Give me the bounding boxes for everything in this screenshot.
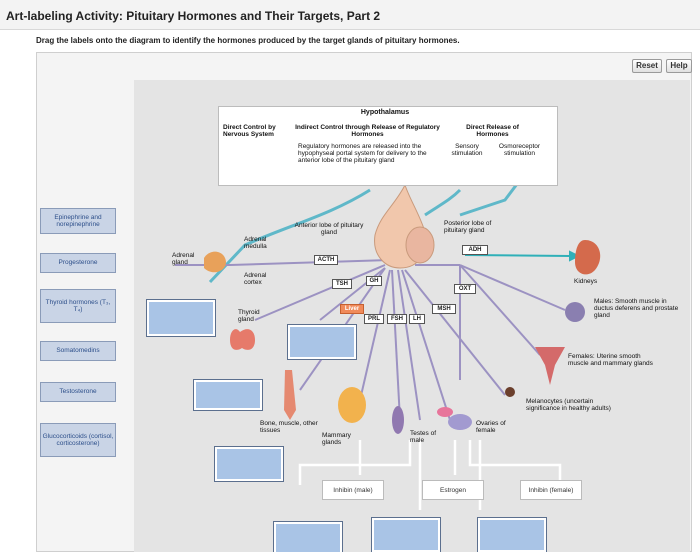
melanocytes-label: Melanocytes (uncertain significance in h… — [526, 398, 611, 413]
females-target-label: Females: Uterine smooth muscle and mamma… — [568, 353, 653, 368]
kidneys-label: Kidneys — [574, 278, 598, 285]
label-thyroid-hormones[interactable]: Thyroid hormones (T₃, T₄) — [40, 289, 116, 323]
inhibin-female-box: Inhibin (female) — [520, 480, 582, 500]
liver-tag: Liver — [340, 304, 364, 314]
ovaries-label: Ovaries of female — [476, 420, 506, 435]
males-target-label: Males: Smooth muscle in ductus deferens … — [594, 298, 679, 320]
organ-shapes — [204, 183, 601, 434]
help-button[interactable]: Help — [666, 59, 692, 73]
adrenal-cortex-label: Adrenal cortex — [244, 272, 267, 287]
label-somatomedins[interactable]: Somatomedins — [40, 341, 116, 361]
oxt-tag: OXT — [454, 284, 476, 294]
neural-pathway — [208, 179, 522, 284]
gh-tag: GH — [366, 276, 382, 286]
mammary-glands-label: Mammary glands — [322, 432, 351, 447]
osmoreceptor-stimulation-text: Osmoreceptor stimulation — [498, 143, 541, 158]
title-bar: Art-labeling Activity: Pituitary Hormone… — [0, 0, 700, 30]
dropzone-7[interactable] — [477, 517, 547, 552]
acth-tag: ACTH — [314, 255, 338, 265]
reset-button[interactable]: Reset — [632, 59, 662, 73]
label-progesterone[interactable]: Progesterone — [40, 253, 116, 273]
tsh-tag: TSH — [332, 279, 352, 289]
msh-tag: MSH — [432, 304, 456, 314]
adh-tag: ADH — [462, 245, 488, 255]
anterior-lobe-label: Anterior lobe of pituitary gland — [294, 222, 364, 237]
hypothalamus-title: Hypothalamus — [360, 109, 410, 116]
bone-muscle-label: Bone, muscle, other tissues — [260, 420, 318, 435]
indirect-control-body: Regulatory hormones are released into th… — [298, 143, 427, 165]
estrogen-box: Estrogen — [422, 480, 484, 500]
adh-arrow — [464, 250, 581, 262]
adrenal-medulla-label: Adrenal medulla — [244, 236, 267, 251]
label-testosterone[interactable]: Testosterone — [40, 382, 116, 402]
direct-release-text: Direct Release of Hormones — [466, 124, 519, 139]
label-epinephrine[interactable]: Epinephrine and norepinephrine — [40, 208, 116, 234]
inhibin-male-box: Inhibin (male) — [322, 480, 384, 500]
page-title: Art-labeling Activity: Pituitary Hormone… — [6, 9, 381, 23]
adrenal-gland-label: Adrenal gland — [172, 252, 195, 267]
sensory-stimulation-text: Sensory stimulation — [451, 143, 483, 158]
prl-tag: PRL — [364, 314, 384, 324]
dropzone-6[interactable] — [371, 517, 441, 552]
dropzone-2[interactable] — [287, 324, 357, 360]
dropzone-5[interactable] — [273, 521, 343, 552]
posterior-lobe-label: Posterior lobe of pituitary gland — [444, 220, 492, 235]
dropzone-1[interactable] — [146, 299, 216, 337]
dropzone-4[interactable] — [214, 446, 284, 482]
thyroid-gland-label: Thyroid gland — [238, 309, 260, 324]
fsh-tag: FSH — [387, 314, 407, 324]
instructions: Drag the labels onto the diagram to iden… — [36, 36, 460, 45]
lh-tag: LH — [409, 314, 425, 324]
testes-label: Testes of male — [410, 430, 437, 445]
indirect-control-title: Indirect Control through Release of Regu… — [295, 124, 440, 139]
label-glucocorticoids[interactable]: Glucocorticoids (cortisol, corticosteron… — [40, 423, 116, 457]
dropzone-3[interactable] — [193, 379, 263, 411]
direct-control-text: Direct Control by Nervous System — [223, 124, 276, 139]
hypothalamus-box — [218, 106, 558, 186]
